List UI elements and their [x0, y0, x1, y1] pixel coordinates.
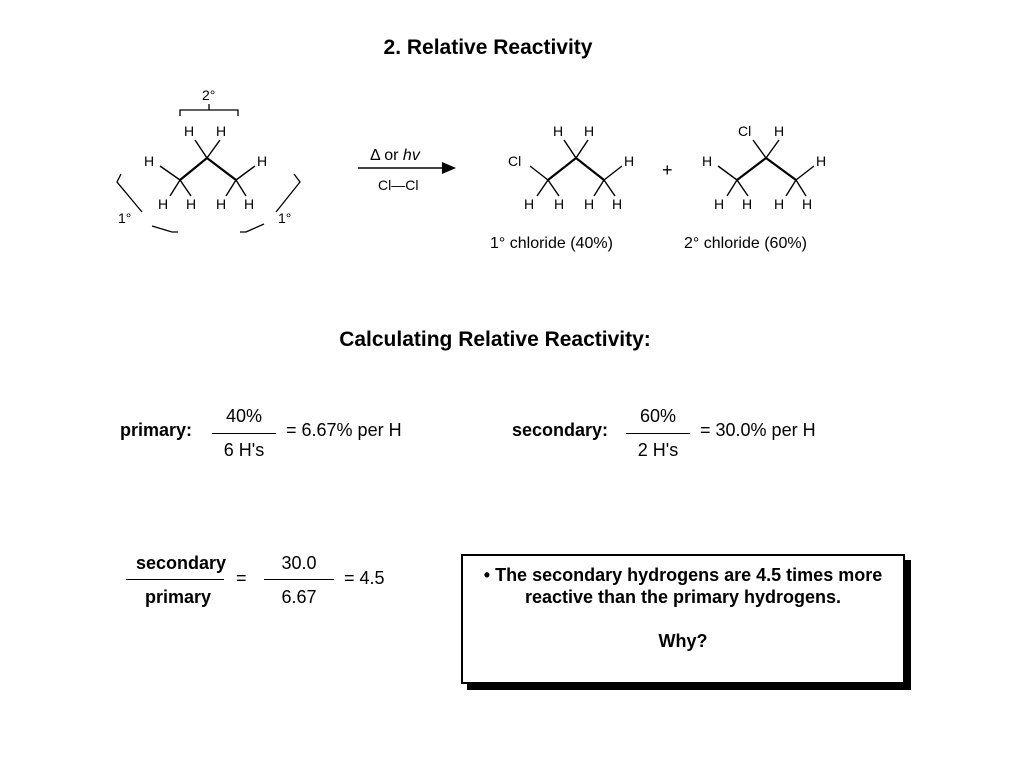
product-1-label: 1° chloride (40%) — [490, 235, 613, 252]
primary-bracket-left — [116, 173, 178, 233]
ratio-result: = 4.5 — [344, 568, 385, 588]
ratio-numerator: secondary — [135, 553, 227, 573]
h-atom: H — [186, 196, 196, 212]
reaction-arrow: Δ or hv Cl—Cl — [358, 147, 456, 193]
h-atom: H — [553, 123, 563, 139]
secondary-numerator: 60% — [639, 406, 677, 426]
primary-label: primary: — [120, 420, 193, 440]
h-atom: H — [244, 196, 254, 212]
secondary-label: 2° — [202, 87, 215, 103]
secondary-result: = 30.0% per H — [700, 420, 816, 440]
h-atom: H — [184, 123, 194, 139]
propane-molecule: 2° H H H H H H H H 1° 1° — [116, 87, 301, 233]
h-atom: H — [802, 196, 812, 212]
h-atom: H — [524, 196, 534, 212]
plus-sign: + — [662, 160, 673, 180]
cl-atom: Cl — [738, 123, 751, 139]
slide-title: 2. Relative Reactivity — [383, 36, 593, 59]
ratio-equals: = — [236, 568, 247, 588]
h-atom: H — [624, 153, 634, 169]
fraction-bar — [212, 433, 276, 434]
callout-box: • The secondary hydrogens are 4.5 times … — [461, 554, 905, 684]
h-atom: H — [612, 196, 622, 212]
ratio-value-numerator: 30.0 — [281, 553, 317, 573]
primary-denominator: 6 H's — [223, 440, 265, 460]
arrow-conditions-top: Δ or hv — [370, 147, 421, 164]
primary-bracket-right — [240, 173, 301, 233]
h-atom: H — [144, 153, 154, 169]
primary-label-right: 1° — [278, 210, 291, 226]
h-atom: H — [158, 196, 168, 212]
h-atom: H — [257, 153, 267, 169]
h-atom: H — [816, 153, 826, 169]
secondary-label: secondary: — [512, 420, 609, 440]
cl-atom: Cl — [508, 153, 521, 169]
secondary-denominator: 2 H's — [637, 440, 679, 460]
secondary-brace — [179, 104, 239, 116]
h-atom: H — [216, 123, 226, 139]
ratio-value-denominator: 6.67 — [281, 587, 317, 607]
h-atom: H — [774, 196, 784, 212]
h-atom: H — [774, 123, 784, 139]
h-atom: H — [584, 123, 594, 139]
primary-result: = 6.67% per H — [286, 420, 402, 440]
callout-text: • The secondary hydrogens are 4.5 times … — [483, 565, 883, 607]
primary-label-left: 1° — [118, 210, 131, 226]
h-atom: H — [702, 153, 712, 169]
product-2-molecule: Cl H H H H H H H 2° chloride (60%) — [684, 123, 826, 252]
h-atom: H — [584, 196, 594, 212]
product-2-label: 2° chloride (60%) — [684, 235, 807, 252]
h-atom: H — [216, 196, 226, 212]
fraction-bar — [626, 433, 690, 434]
arrow-head — [442, 162, 456, 174]
reaction-scheme: 2° H H H H H H H H 1° 1° Δ or hv Cl—Cl — [116, 87, 826, 252]
ratio-denominator: primary — [144, 587, 212, 607]
section-heading: Calculating Relative Reactivity: — [339, 328, 651, 351]
carbon-backbone — [179, 156, 237, 181]
product-1-molecule: H H Cl H H H H H 1° chloride (40%) — [490, 123, 634, 252]
h-atom: H — [742, 196, 752, 212]
fraction-bar — [264, 579, 334, 580]
h-atom: H — [714, 196, 724, 212]
primary-numerator: 40% — [225, 406, 263, 426]
callout-question: Why? — [658, 631, 708, 651]
fraction-bar — [126, 579, 224, 580]
h-atom: H — [554, 196, 564, 212]
arrow-conditions-bottom: Cl—Cl — [378, 177, 418, 193]
